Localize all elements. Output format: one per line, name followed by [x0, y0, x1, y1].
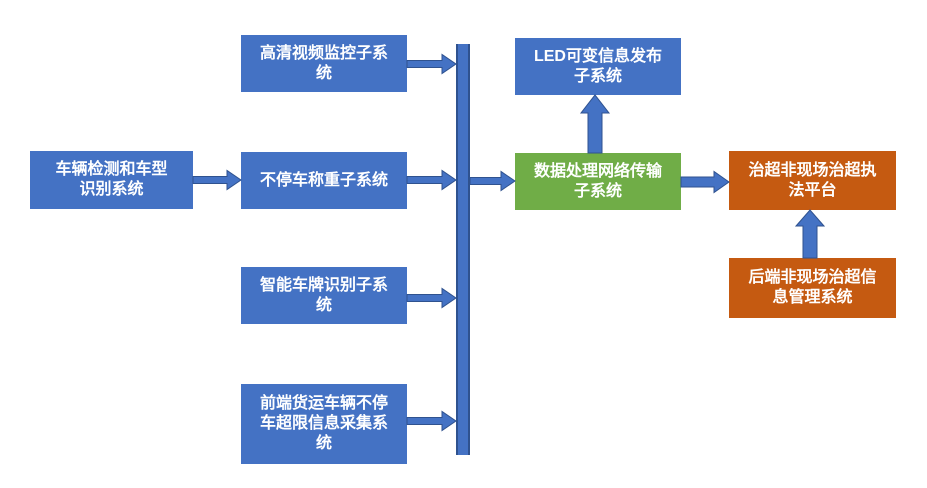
node-front-collection: 前端货运车辆不停 车超限信息采集系 统 — [241, 384, 407, 464]
node-vehicle-detection: 车辆检测和车型 识别系统 — [30, 151, 193, 209]
node-nonstop-weighing: 不停车称重子系统 — [241, 152, 407, 209]
arrow-weighing-to-bus — [406, 169, 457, 191]
arrow-dataproc-to-platform — [680, 170, 730, 194]
node-data-processing: 数据处理网络传输 子系统 — [515, 153, 681, 210]
arrow-hdvideo-to-bus — [406, 53, 457, 75]
node-enforcement-platform: 治超非现场治超执 法平台 — [729, 151, 896, 210]
arrow-vehicle-to-weighing — [192, 169, 242, 191]
node-backend-management: 后端非现场治超信 息管理系统 — [729, 258, 896, 318]
arrow-dataproc-to-led — [579, 94, 611, 154]
bus-bar — [456, 44, 470, 455]
node-led-display: LED可变信息发布 子系统 — [515, 38, 681, 95]
arrow-front-to-bus — [406, 410, 457, 432]
arrow-backend-to-platform — [794, 209, 826, 259]
node-hd-video-monitoring: 高清视频监控子系 统 — [241, 35, 407, 92]
arrow-bus-to-dataproc — [469, 170, 516, 192]
node-plate-recognition: 智能车牌识别子系 统 — [241, 267, 407, 324]
arrow-plate-to-bus — [406, 287, 457, 309]
